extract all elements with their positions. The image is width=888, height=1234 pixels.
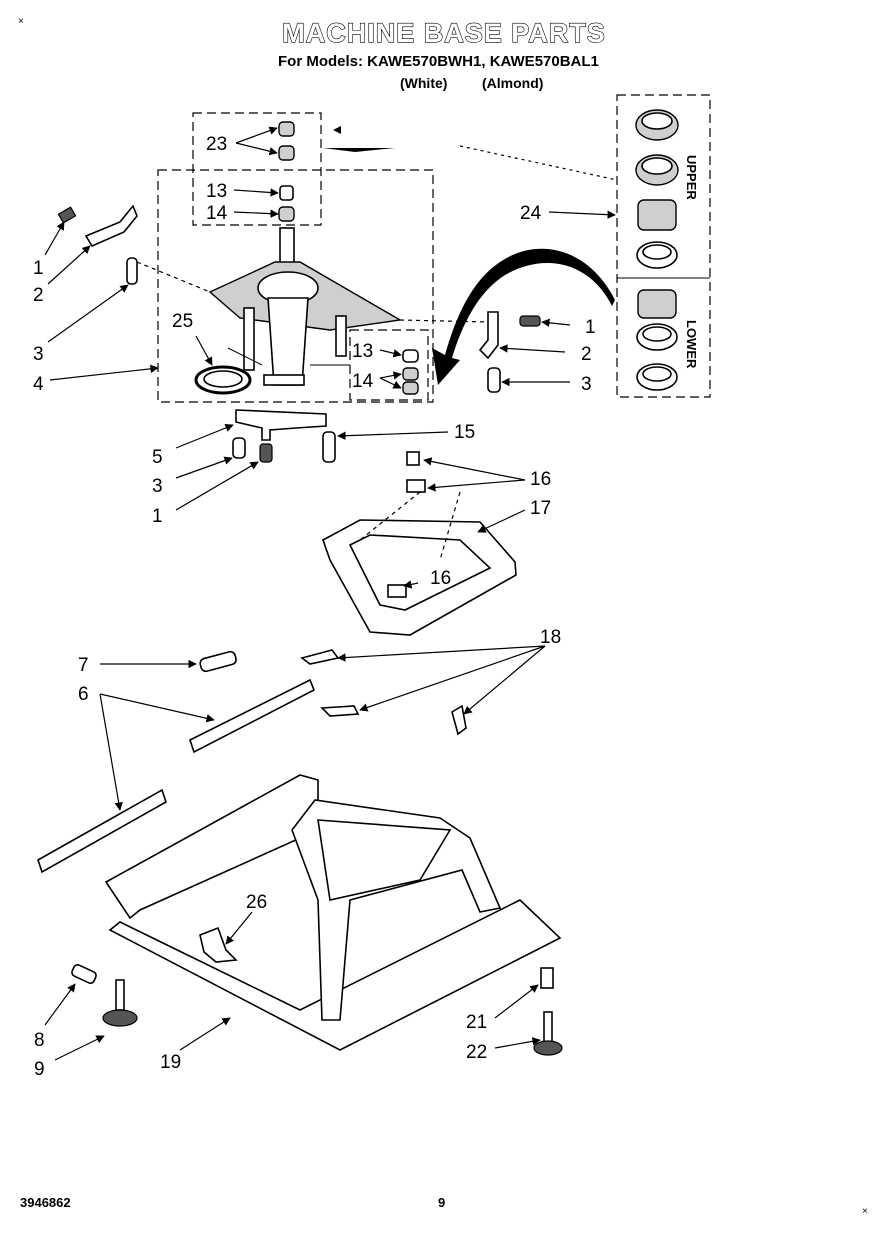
callout-16-frame: 16 (430, 568, 451, 589)
left-bracket-parts (57, 204, 211, 293)
spring-7 (199, 650, 237, 673)
models-line: For Models: KAWE570BWH1, KAWE570BAL1 (278, 53, 599, 70)
callout-4: 4 (33, 374, 44, 395)
tub-support-17 (322, 451, 517, 636)
callout-5: 5 (152, 447, 163, 468)
footer-part-number: 3946862 (20, 1195, 71, 1210)
bearing-kit-lower (636, 289, 678, 391)
corner-mark-br: × (862, 1206, 868, 1217)
callout-3-right: 3 (581, 374, 592, 395)
callout-1-right: 1 (585, 317, 596, 338)
callout-6: 6 (78, 684, 89, 705)
bearing-14 (278, 206, 295, 222)
bearing-23-lower (278, 145, 295, 161)
page-title: MACHINE BASE PARTS (282, 17, 606, 48)
variant-white: (White) (400, 75, 448, 91)
bearing-13 (279, 185, 294, 201)
callout-26: 26 (246, 892, 267, 913)
callout-labels: 23 13 14 1 2 3 4 25 24 1 2 3 13 14 5 3 1… (33, 134, 596, 1080)
bearing-13-lower (402, 349, 419, 363)
transmission-hub (208, 227, 403, 386)
rail-6-lower (37, 788, 167, 874)
callout-9: 9 (34, 1059, 45, 1080)
callout-13-top: 13 (206, 181, 227, 202)
callout-25: 25 (172, 311, 193, 332)
lower-label: LOWER (684, 320, 699, 369)
callout-18: 18 (540, 627, 561, 648)
leg-8-9 (71, 964, 138, 1027)
callout-23: 23 (206, 134, 227, 155)
pad-18-c (451, 704, 467, 736)
callout-16-top: 16 (530, 469, 551, 490)
machine-base-19 (104, 774, 562, 1051)
callout-19: 19 (160, 1052, 181, 1073)
footer-page-number: 9 (438, 1195, 446, 1210)
kit-reference-line (459, 145, 618, 181)
callout-8: 8 (34, 1030, 45, 1051)
shaft-bearings-box (192, 112, 322, 226)
right-bracket-parts (399, 311, 541, 393)
bearing-kit-box (616, 94, 711, 398)
bearing-kit-upper (635, 109, 679, 269)
leader-lines (44, 126, 616, 1061)
callout-1-left: 1 (33, 258, 44, 279)
callout-2-right: 2 (581, 344, 592, 365)
upper-label: UPPER (684, 155, 699, 200)
corner-mark-tl: × (18, 16, 24, 27)
center-bracket-parts (232, 409, 336, 463)
pointer-arrow (323, 148, 395, 152)
callout-2-left: 2 (33, 285, 44, 306)
transmission-box (157, 169, 434, 403)
callout-14-top: 14 (206, 203, 228, 224)
callout-13-lower: 13 (352, 341, 373, 362)
callout-15: 15 (454, 422, 475, 443)
variant-almond: (Almond) (482, 75, 544, 91)
callout-3-left: 3 (33, 344, 44, 365)
callout-17: 17 (530, 498, 551, 519)
small-arrow-mark (333, 126, 341, 134)
bearing-14-lower-b (402, 381, 419, 395)
pad-18-b (320, 705, 360, 717)
leg-21-22 (533, 967, 563, 1056)
callout-1-center: 1 (152, 506, 163, 527)
seal-25 (194, 365, 252, 395)
rail-6-upper (189, 678, 316, 754)
callout-24: 24 (520, 203, 542, 224)
callout-14-lower: 14 (352, 371, 374, 392)
pad-18-a (300, 649, 340, 665)
bearing-14-lower-a (402, 367, 419, 381)
callout-7: 7 (78, 655, 89, 676)
callout-21: 21 (466, 1012, 487, 1033)
bearing-23-upper (278, 121, 295, 137)
callout-22: 22 (466, 1042, 487, 1063)
callout-3-center: 3 (152, 476, 163, 497)
